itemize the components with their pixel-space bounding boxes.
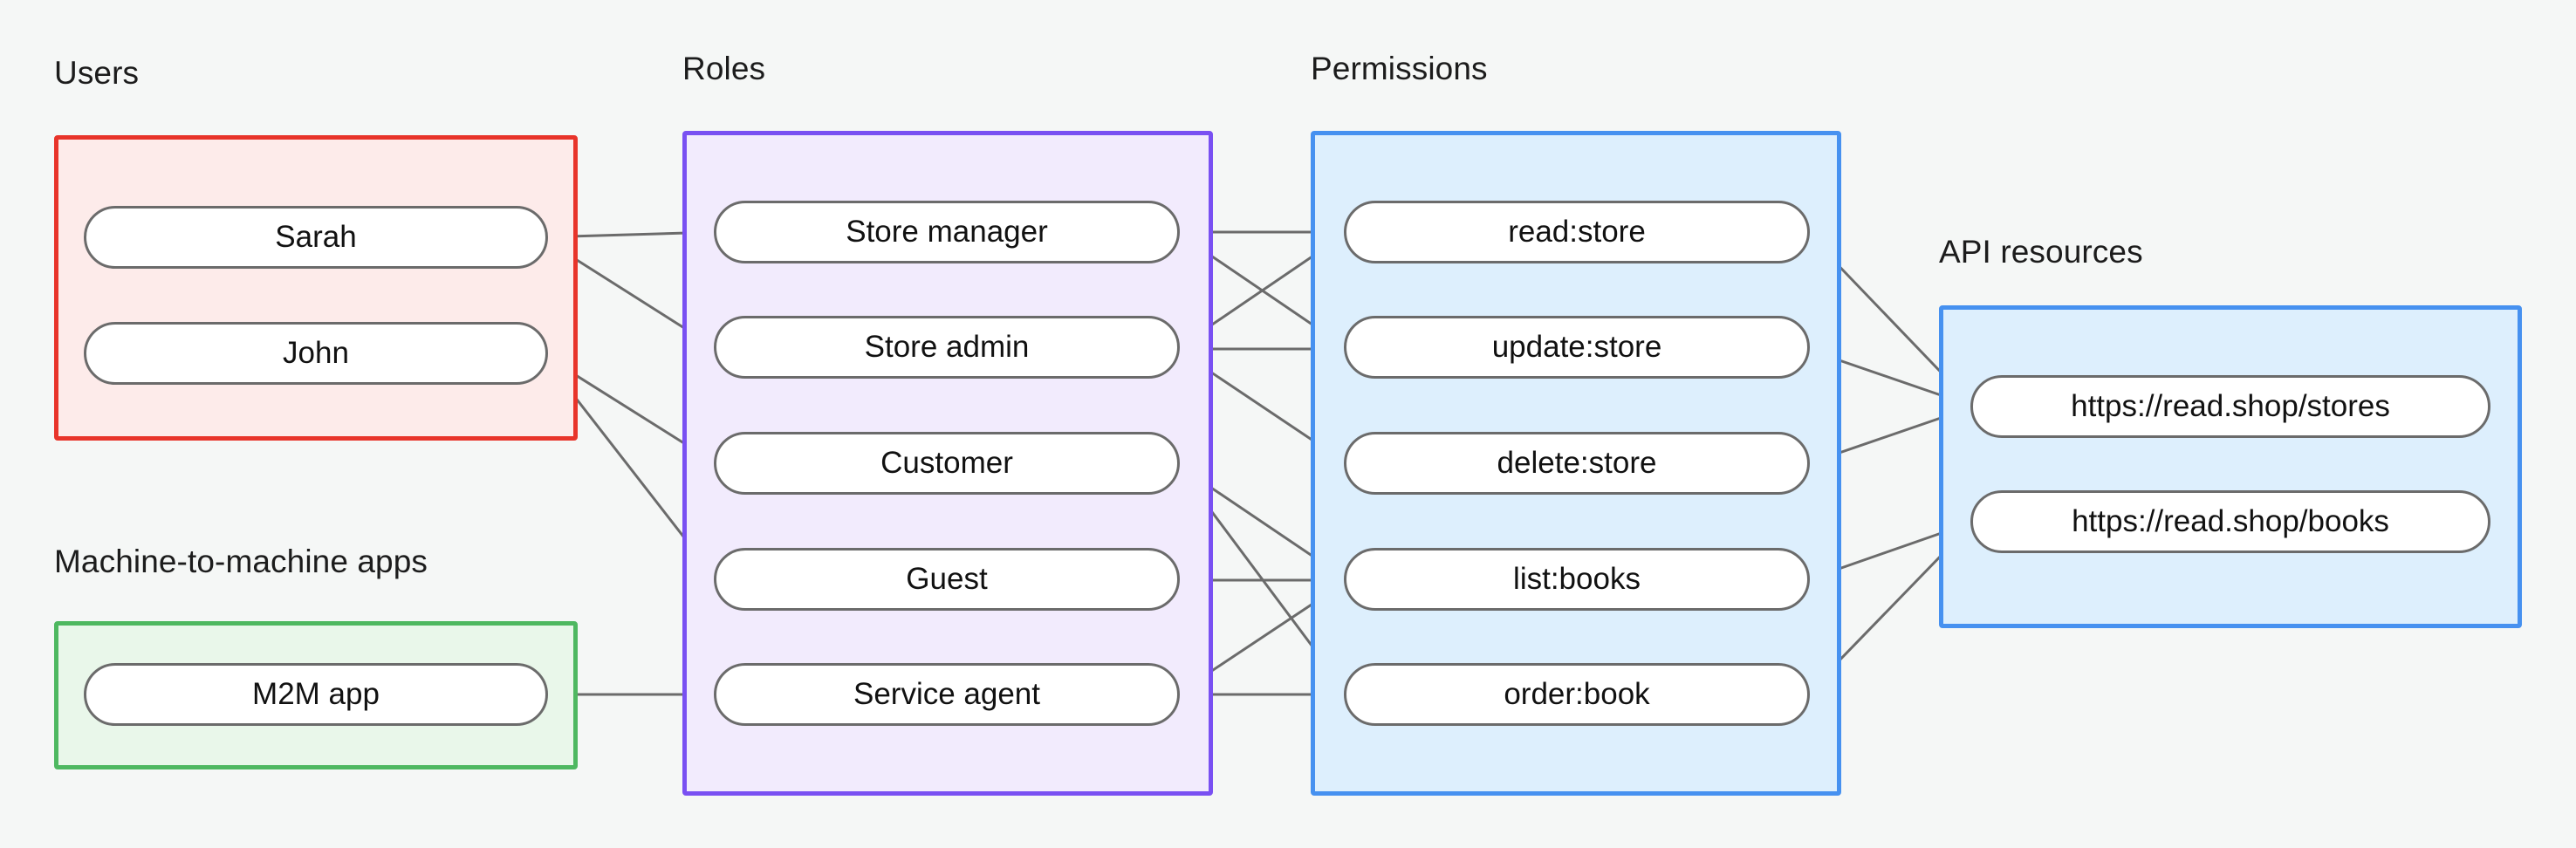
group-box-users [54, 135, 578, 441]
node-sarah[interactable]: Sarah [84, 206, 548, 269]
node-label: order:book [1504, 677, 1650, 711]
group-title-roles: Roles [682, 51, 766, 86]
node-label: Customer [880, 446, 1013, 480]
node-label: Store admin [864, 330, 1030, 364]
node-label: delete:store [1497, 446, 1657, 480]
node-label: M2M app [252, 677, 380, 711]
node-order-book[interactable]: order:book [1344, 663, 1810, 726]
node-read-store[interactable]: read:store [1344, 201, 1810, 263]
node-res-books[interactable]: https://read.shop/books [1970, 490, 2490, 553]
node-label: John [283, 336, 349, 370]
node-guest[interactable]: Guest [714, 548, 1180, 611]
node-list-books[interactable]: list:books [1344, 548, 1810, 611]
node-store-admin[interactable]: Store admin [714, 316, 1180, 379]
node-res-stores[interactable]: https://read.shop/stores [1970, 375, 2490, 438]
node-label: read:store [1508, 215, 1646, 249]
group-title-users: Users [54, 55, 140, 91]
node-store-manager[interactable]: Store manager [714, 201, 1180, 263]
node-label: Sarah [275, 220, 357, 254]
node-label: update:store [1491, 330, 1662, 364]
node-service-agent[interactable]: Service agent [714, 663, 1180, 726]
node-m2m-app[interactable]: M2M app [84, 663, 548, 726]
node-label: https://read.shop/books [2072, 504, 2389, 538]
group-title-api-resources: API resources [1939, 234, 2143, 270]
node-customer[interactable]: Customer [714, 432, 1180, 495]
node-update-store[interactable]: update:store [1344, 316, 1810, 379]
group-title-permissions: Permissions [1311, 51, 1488, 86]
group-box-api-resources [1939, 305, 2522, 628]
node-label: list:books [1513, 562, 1641, 596]
node-delete-store[interactable]: delete:store [1344, 432, 1810, 495]
node-label: Store manager [846, 215, 1048, 249]
group-title-m2m: Machine-to-machine apps [54, 544, 428, 579]
node-john[interactable]: John [84, 322, 548, 385]
node-label: Service agent [853, 677, 1041, 711]
node-label: Guest [906, 562, 988, 596]
node-label: https://read.shop/stores [2071, 389, 2390, 423]
